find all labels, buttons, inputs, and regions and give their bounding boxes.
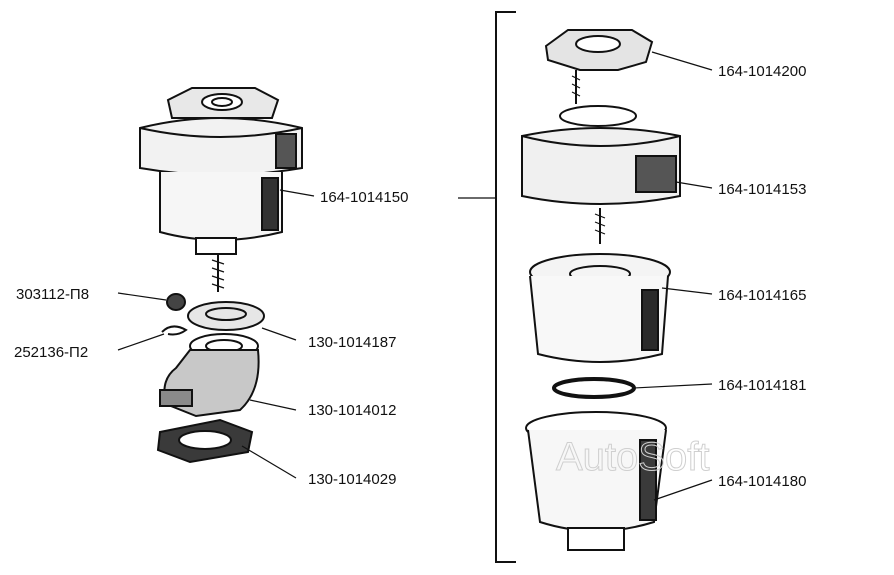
left-filter-assembly <box>117 87 315 479</box>
label-164-1014165: 164-1014165 <box>718 287 806 304</box>
label-303112-p8: 303112-П8 <box>16 286 89 303</box>
watermark-text: AutoSoft <box>556 435 709 479</box>
cover-164-1014153 <box>521 105 681 244</box>
label-164-1014150: 164-1014150 <box>320 189 408 206</box>
elbow-130-1014012 <box>159 333 260 418</box>
element-164-1014165 <box>529 253 671 363</box>
ring-164-1014181 <box>552 377 636 399</box>
label-164-1014200: 164-1014200 <box>718 63 806 80</box>
label-130-1014012: 130-1014012 <box>308 402 396 419</box>
label-252136-p2: 252136-П2 <box>14 344 88 361</box>
cap-164-1014150 <box>139 87 303 292</box>
washer-130-1014187 <box>187 301 265 331</box>
label-164-1014153: 164-1014153 <box>718 181 806 198</box>
wingnut-164-1014200 <box>544 29 654 104</box>
label-130-1014187: 130-1014187 <box>308 334 396 351</box>
gasket-130-1014029 <box>156 418 254 464</box>
bowl-164-1014180 <box>525 411 667 551</box>
label-130-1014029: 130-1014029 <box>308 471 396 488</box>
assembly-bracket <box>458 11 516 563</box>
right-filter-assembly <box>521 29 713 551</box>
label-164-1014180: 164-1014180 <box>718 473 806 490</box>
clip-252136-p2 <box>161 325 188 336</box>
label-164-1014181: 164-1014181 <box>718 377 806 394</box>
ball-303112-p8 <box>166 293 186 311</box>
